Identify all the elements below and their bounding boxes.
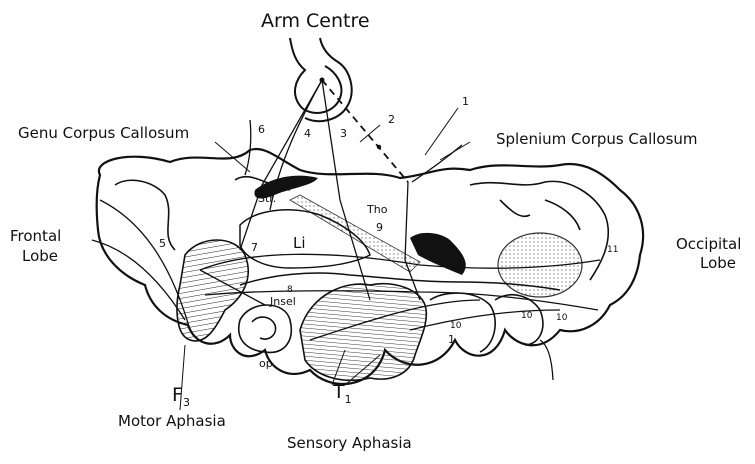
number-5: 5 (159, 238, 166, 249)
number-2: 2 (388, 114, 395, 125)
number-8: 8 (287, 286, 293, 295)
occipital-label-2: Lobe (700, 256, 736, 271)
genu-label: Genu Corpus Callosum (18, 126, 189, 141)
number-10-c: 10 (556, 314, 567, 323)
frontal-label-1: Frontal (10, 229, 61, 244)
f3-label: F3 (172, 386, 190, 408)
arrow-dot-2 (377, 145, 381, 149)
arm-centre-label: Arm Centre (261, 12, 370, 31)
number-7: 7 (251, 242, 258, 253)
number-10-a: 10 (450, 322, 461, 331)
sensory-aphasia-label: Sensory Aphasia (287, 436, 412, 451)
number-6: 6 (258, 124, 265, 135)
splenium-label: Splenium Corpus Callosum (496, 132, 698, 147)
striatum-label: Str. (258, 193, 276, 204)
number-1-top: 1 (462, 96, 469, 107)
number-11: 11 (607, 246, 618, 255)
number-1-temporal: 1 (448, 334, 455, 345)
number-3: 3 (340, 128, 347, 139)
operculum-label: op. (259, 358, 276, 369)
thalamus-label: Tho (367, 204, 387, 215)
insula-label: Jnsel (270, 296, 296, 307)
frontal-label-2: Lobe (22, 249, 58, 264)
number-10-b: 10 (521, 312, 532, 321)
number-4: 4 (304, 128, 311, 139)
number-9: 9 (376, 222, 383, 233)
occipital-label-1: Occipital (676, 237, 741, 252)
lenticular-label: Li (293, 236, 306, 251)
t1-label: T1 (333, 383, 352, 405)
motor-aphasia-label: Motor Aphasia (118, 414, 226, 429)
